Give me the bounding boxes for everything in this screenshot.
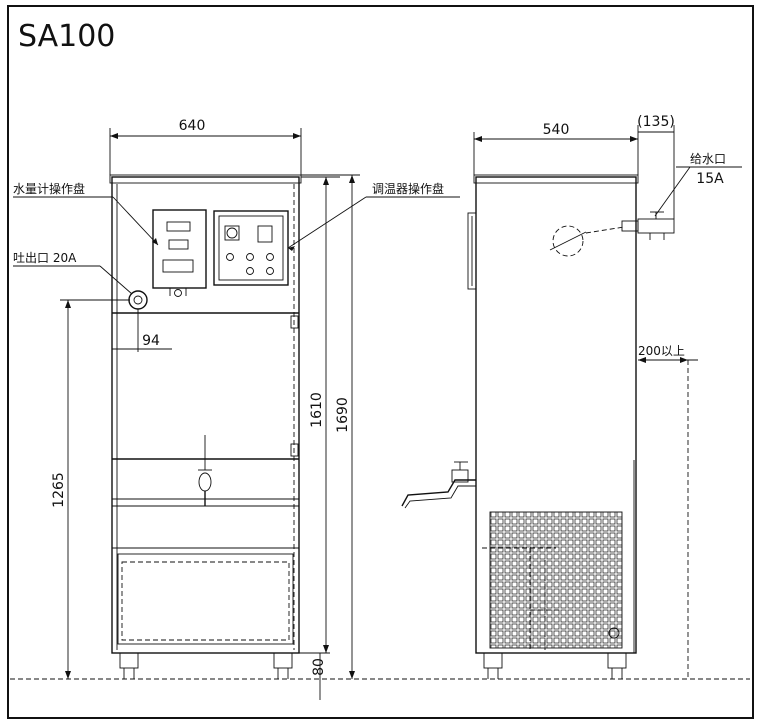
flow-meter-panel xyxy=(152,209,207,289)
side-panel-protrusion xyxy=(467,212,477,290)
indicator-lamp-2 xyxy=(246,253,254,261)
dim-outlet-height-1265: 1265 xyxy=(51,472,67,508)
flow-meter-display-2 xyxy=(168,239,189,250)
front-grille-outer xyxy=(117,553,294,645)
indicator-lamp-5 xyxy=(266,267,274,275)
label-flow-meter-panel: 水量计操作盘 xyxy=(13,181,85,196)
front-dimensions: 640 94 1265 1610 1690 80 xyxy=(51,118,360,700)
dim-depth-540: 540 xyxy=(543,122,570,138)
temp-controller-inner xyxy=(218,215,284,281)
front-grille-inner xyxy=(121,561,290,641)
side-cabinet xyxy=(475,176,637,654)
label-temp-controller-panel: 调温器操作盘 xyxy=(372,181,444,196)
dim-total-height-1690: 1690 xyxy=(335,397,351,433)
leader-outlet xyxy=(99,265,133,295)
side-labels: 给水口 15A xyxy=(654,152,742,217)
hinge-lower xyxy=(290,443,299,457)
indicator-lamp-1 xyxy=(226,253,234,261)
dim-outlet-offset-94: 94 xyxy=(142,333,160,349)
faucet-body xyxy=(198,472,212,492)
label-outlet: 吐出口 20A xyxy=(13,251,77,265)
inlet-valve xyxy=(637,218,675,234)
front-cabinet xyxy=(111,176,300,654)
leader-inlet xyxy=(654,166,691,217)
front-view xyxy=(109,174,302,679)
dim-leg-height-80: 80 xyxy=(311,658,327,676)
hidden-flow-meter-line xyxy=(549,231,587,251)
leader-temp-arrow xyxy=(288,246,295,251)
front-leg-left xyxy=(119,652,139,669)
drain-port xyxy=(608,627,620,639)
front-top-cap xyxy=(109,174,302,184)
outlet-port-inner xyxy=(133,295,143,305)
label-inlet: 给水口 xyxy=(690,152,726,166)
side-leg-right xyxy=(607,652,627,669)
dim-clearance-200: 200以上 xyxy=(638,344,685,358)
leader-flow-meter-arrow xyxy=(152,238,158,245)
side-faucet-spout-inner xyxy=(404,485,476,509)
side-dimensions: 540 (135) 200以上 xyxy=(473,114,698,679)
side-top-cap xyxy=(473,174,639,184)
flow-meter-display-1 xyxy=(166,221,191,232)
hidden-flow-meter xyxy=(552,225,584,257)
leader-flow-meter xyxy=(112,196,159,246)
label-inlet-size: 15A xyxy=(696,171,724,187)
side-faucet-spout xyxy=(401,479,476,507)
temp-dial-icon xyxy=(226,227,238,239)
model-title: SA100 xyxy=(18,19,115,54)
side-view xyxy=(401,174,675,679)
dim-pipe-projection-135: (135) xyxy=(637,114,675,130)
indicator-lamp-3 xyxy=(266,253,274,261)
flow-meter-display-3 xyxy=(162,259,194,273)
dim-width-640: 640 xyxy=(179,118,206,134)
side-leg-left xyxy=(483,652,503,669)
flow-meter-valve xyxy=(174,289,182,297)
side-vent-grille xyxy=(489,511,623,649)
hinge-upper xyxy=(290,315,299,329)
front-leg-right xyxy=(273,652,293,669)
indicator-lamp-4 xyxy=(246,267,254,275)
leader-temp-controller xyxy=(287,196,367,249)
hidden-pipe xyxy=(585,226,625,234)
power-switch xyxy=(257,225,273,243)
front-labels: 水量计操作盘 调温器操作盘 吐出口 20A xyxy=(13,181,460,295)
dim-body-height-1610: 1610 xyxy=(309,392,325,428)
temp-dial-housing xyxy=(224,225,240,241)
drawing-border xyxy=(7,5,754,719)
